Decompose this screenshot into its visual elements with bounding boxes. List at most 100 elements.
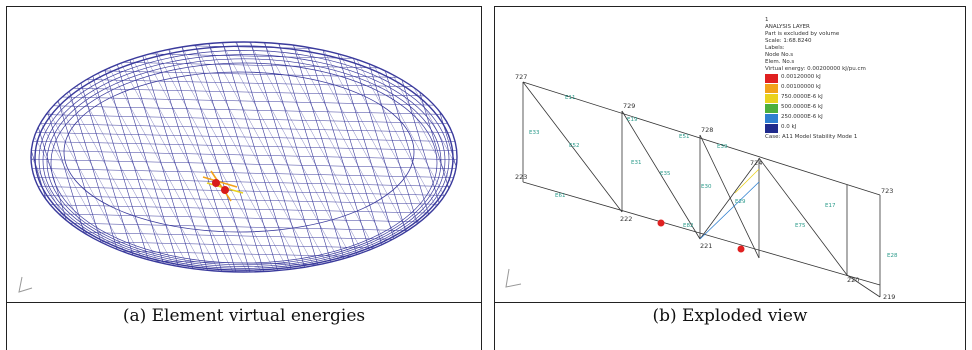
dome-purlin xyxy=(31,203,457,215)
dome-ring xyxy=(42,54,446,267)
dome-brace xyxy=(117,42,259,272)
exploded-truss-figure: E11E33E52E19E31E51E35E30E39E61E82E29E75E… xyxy=(505,17,898,301)
node-label: 729 xyxy=(623,102,635,110)
truss-wireframe xyxy=(522,81,881,298)
legend-swatch xyxy=(765,114,778,123)
dome-purlin xyxy=(31,158,457,170)
element-label: E35 xyxy=(660,171,671,177)
dome-rib xyxy=(203,42,285,272)
dome-purlin xyxy=(31,221,457,233)
truss-member xyxy=(846,274,881,298)
node-label: 728 xyxy=(701,126,713,134)
truss-member xyxy=(699,181,760,240)
dome-rib xyxy=(455,42,457,272)
node-label: 223 xyxy=(515,173,527,181)
dome-purlin xyxy=(31,167,457,179)
dome-rib xyxy=(31,42,33,272)
truss-member xyxy=(758,157,848,276)
dome-rib xyxy=(287,42,369,272)
legend-case-line: Case: A11 Model Stability Mode 1 xyxy=(765,134,857,140)
dome-brace xyxy=(31,42,105,272)
dome-brace xyxy=(397,42,457,272)
element-label: E30 xyxy=(701,184,712,190)
dome-rib xyxy=(231,42,313,272)
truss-member xyxy=(621,110,701,240)
highlight-element xyxy=(210,170,232,202)
high-energy-element-marker xyxy=(221,186,229,194)
dome-rib xyxy=(259,42,341,272)
axis-triad-lines xyxy=(505,268,522,288)
dome-brace xyxy=(187,42,329,272)
legend-info-line: Labels: xyxy=(765,45,785,51)
dome-purlin xyxy=(31,50,457,62)
truss-member xyxy=(522,181,881,286)
legend-info-line: Node No.s xyxy=(765,52,793,58)
element-label: E51 xyxy=(679,134,689,140)
dome-purlin xyxy=(31,122,457,134)
dome-purlin xyxy=(31,239,457,251)
dome-brace xyxy=(439,42,457,272)
dome-purlin xyxy=(31,95,457,107)
caption-a: (a) Element virtual energies xyxy=(122,306,366,326)
high-energy-marker xyxy=(657,219,665,227)
dome-brace xyxy=(75,42,217,272)
panel-element-virtual-energies: (a) Element virtual energies xyxy=(6,6,482,350)
dome-brace xyxy=(229,42,371,272)
high-energy-element-marker xyxy=(212,179,220,187)
dome-inner-ring xyxy=(63,71,415,233)
dome-brace xyxy=(159,42,301,272)
element-label: E31 xyxy=(631,160,641,166)
dome-brace xyxy=(131,42,273,272)
dome-brace xyxy=(31,42,147,272)
node-label: 222 xyxy=(620,215,632,223)
legend-header: 1 xyxy=(765,17,769,23)
node-label: 220 xyxy=(847,276,859,284)
element-label: E17 xyxy=(825,203,836,209)
caption-b: (b) Exploded view xyxy=(652,306,808,326)
node-label: 727 xyxy=(515,73,527,81)
dome-brace xyxy=(355,42,457,272)
dome-rib xyxy=(245,42,327,272)
dome-rib xyxy=(147,42,229,272)
element-label: E28 xyxy=(887,253,898,259)
legend-entry-label: 250.0000E-6 kJ xyxy=(781,114,823,120)
legend-swatch xyxy=(765,84,778,93)
dome-brace xyxy=(89,42,231,272)
dome-brace xyxy=(453,42,457,272)
dome-ring xyxy=(30,41,458,273)
truss-member xyxy=(699,158,760,240)
legend-info-line: Part is excluded by volume xyxy=(765,31,840,37)
truss-member xyxy=(734,168,760,194)
dome-rib xyxy=(273,42,355,272)
dome-purlin xyxy=(31,86,457,98)
legend-info-line: Elem. No.s xyxy=(765,59,794,65)
legend-swatch xyxy=(765,104,778,113)
dome-brace xyxy=(201,42,343,272)
legend-entry-label: 0.00100000 kJ xyxy=(781,84,821,90)
element-label: E19 xyxy=(627,117,638,123)
node-label: 219 xyxy=(883,293,895,301)
element-label: E52 xyxy=(569,143,579,149)
dome-purlin xyxy=(17,276,472,286)
dome-ring xyxy=(34,45,454,271)
energy-markers xyxy=(657,219,745,253)
dome-mesh-figure xyxy=(7,32,472,293)
dome-rib xyxy=(217,42,299,272)
caption-divider xyxy=(494,302,966,303)
dome-rib xyxy=(133,42,215,272)
dome-rib xyxy=(189,42,271,272)
node-label: 221 xyxy=(700,242,712,250)
element-label: E61 xyxy=(555,193,565,199)
truss-member xyxy=(522,81,623,213)
element-label: E11 xyxy=(565,95,575,101)
dome-brace xyxy=(103,42,245,272)
truss-member xyxy=(699,134,760,259)
legend-entry-label: 750.0000E-6 kJ xyxy=(781,94,823,100)
dome-brace xyxy=(7,32,20,292)
dome-purlin xyxy=(31,104,457,116)
dome-brace xyxy=(31,42,49,272)
legend-info-line: Scale: 1:68.8240 xyxy=(765,38,812,44)
